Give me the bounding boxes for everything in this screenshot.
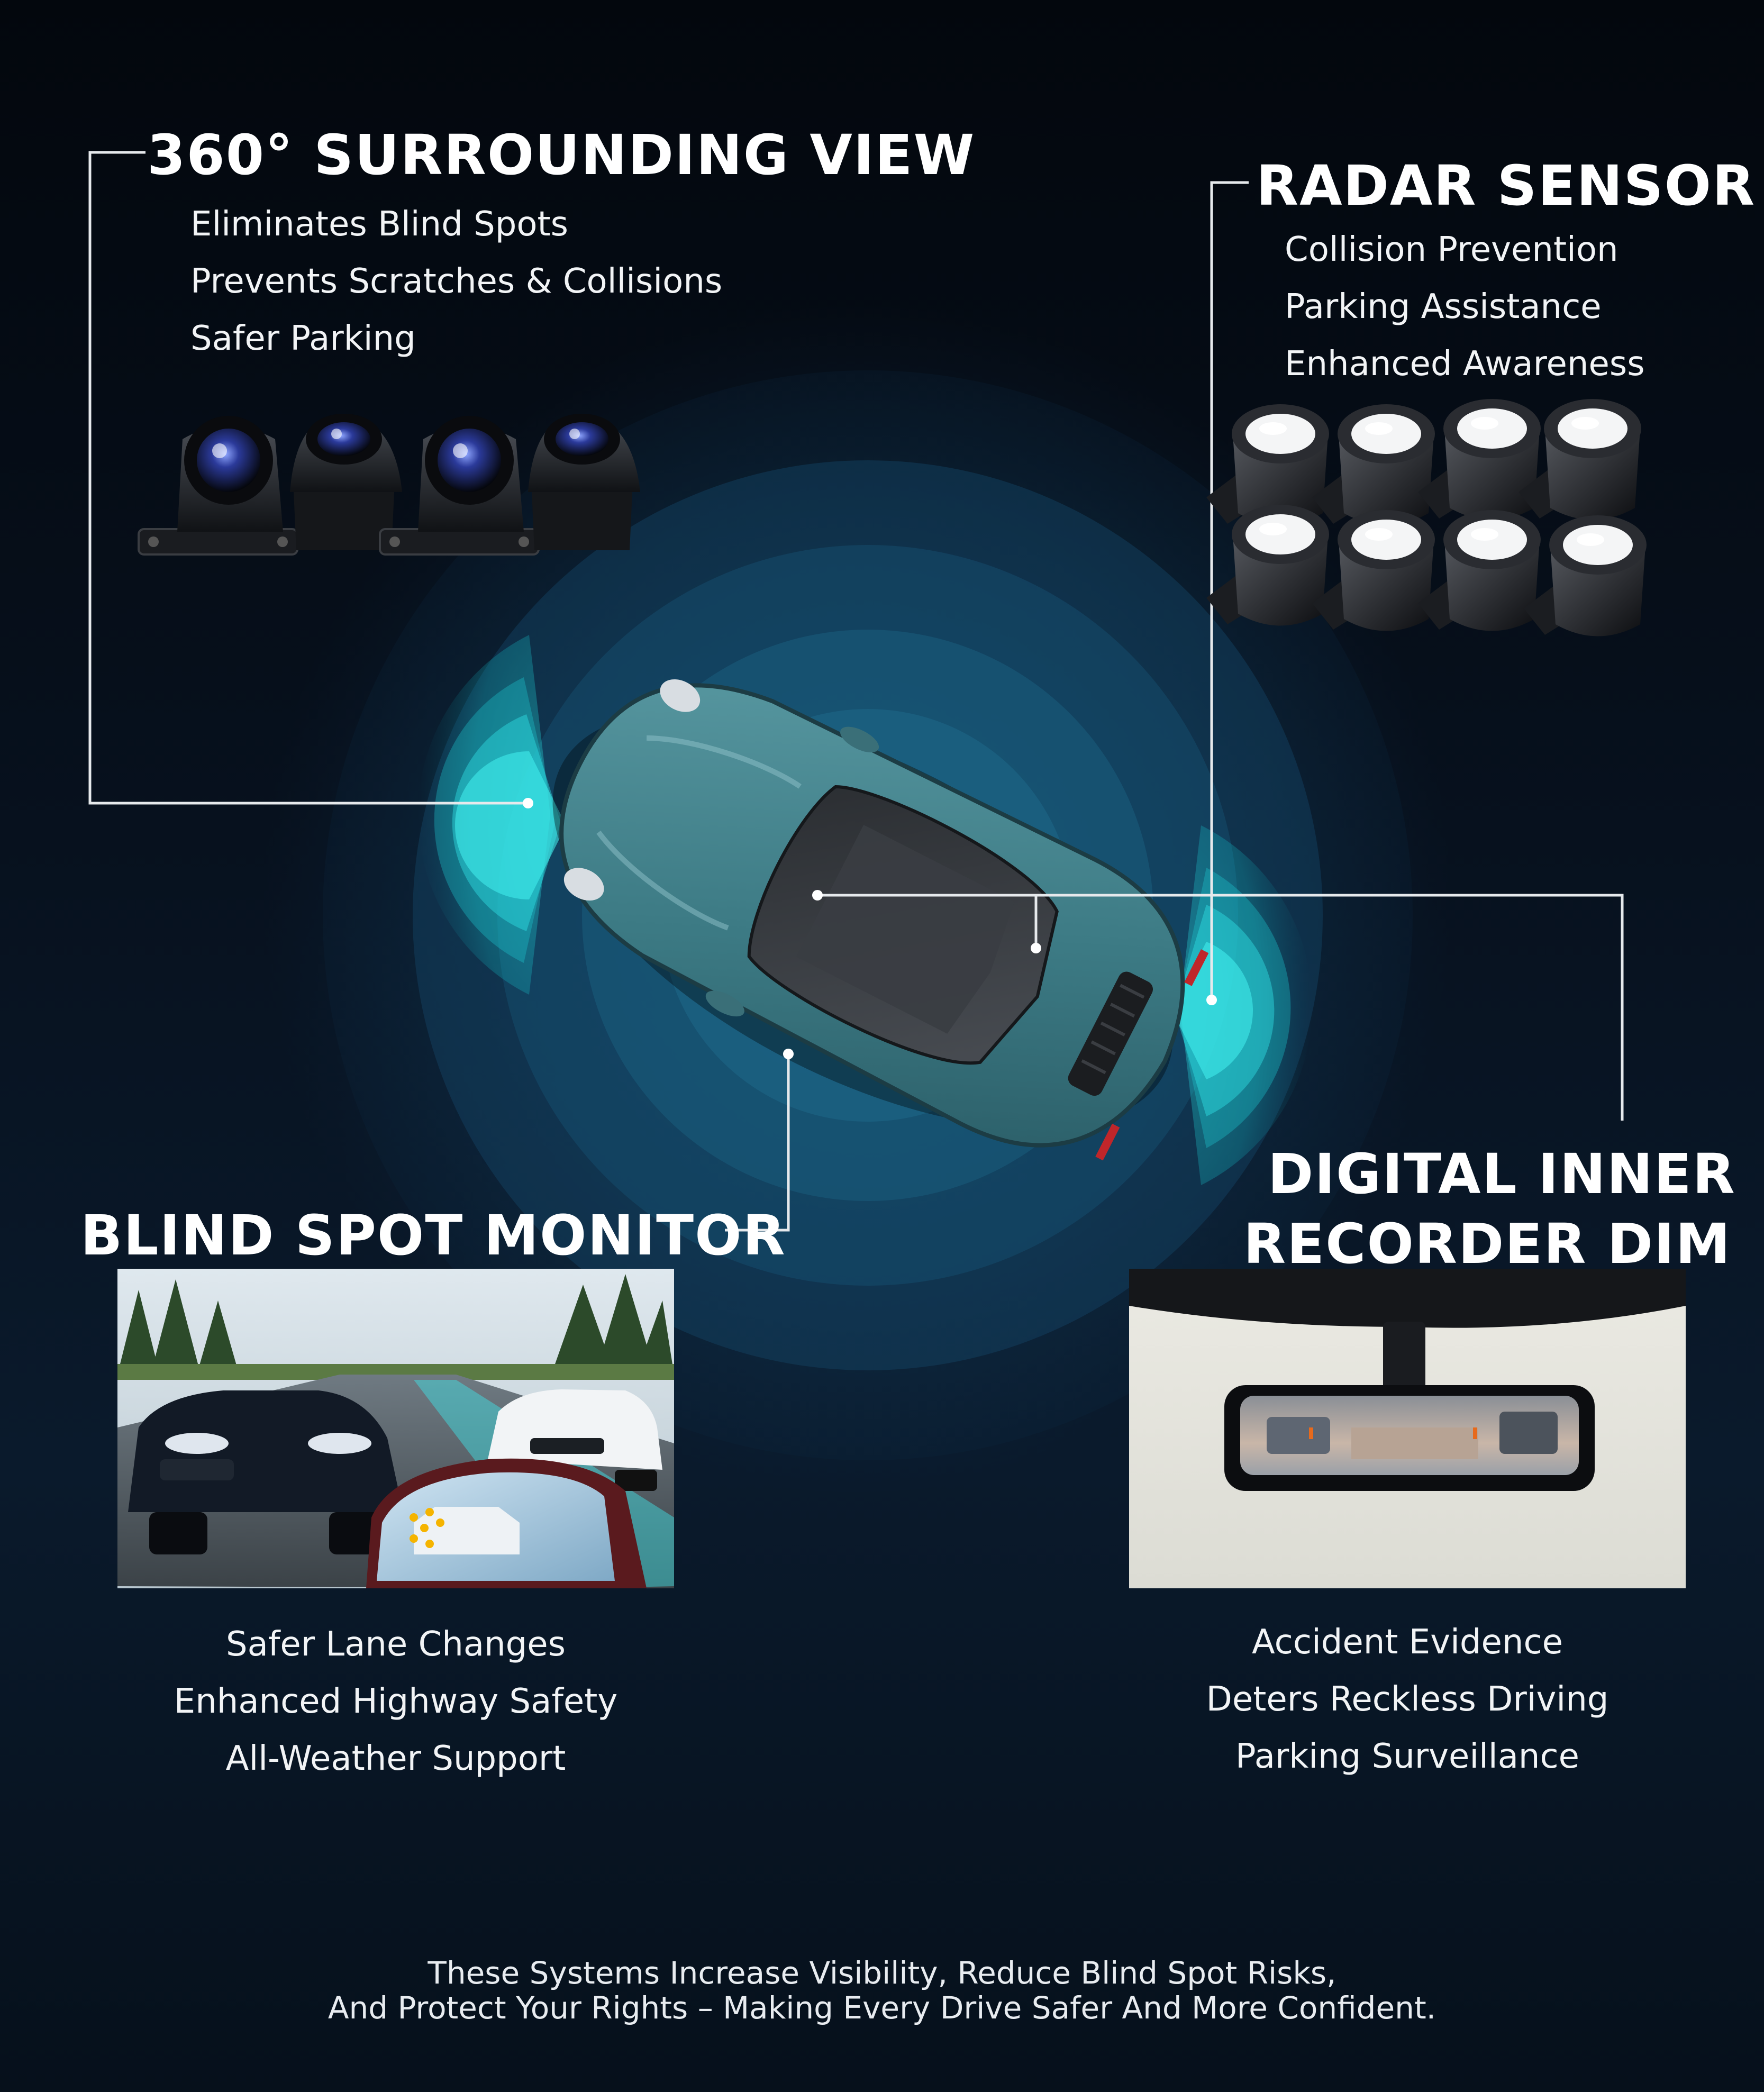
radar-sensor-icon — [1206, 505, 1329, 626]
blindspot-feature: Enhanced Highway Safety — [174, 1682, 618, 1721]
radar-sensor-icon — [1312, 510, 1435, 631]
recorder-title-line2: RECORDER DIM — [1243, 1212, 1732, 1276]
surround-feature: Safer Parking — [190, 319, 416, 358]
surround-title: 360° SURROUNDING VIEW — [147, 123, 976, 187]
mirror-icon — [366, 1458, 647, 1588]
blindspot-feature: Safer Lane Changes — [226, 1625, 566, 1664]
radar-sensor-icon — [1418, 510, 1541, 631]
highway-scene — [117, 1269, 674, 1588]
car-icon — [552, 679, 1209, 1161]
mirror-icon — [1224, 1385, 1595, 1491]
radar-feature: Collision Prevention — [1285, 230, 1618, 269]
surround-feature: Prevents Scratches & Collisions — [190, 262, 723, 301]
radar-sensor-icon — [1524, 515, 1647, 636]
callout-lines — [88, 151, 1624, 1232]
blindspot-title: BLIND SPOT MONITOR — [80, 1203, 786, 1268]
surround-feature: Eliminates Blind Spots — [190, 205, 568, 244]
blindspot-photo — [117, 1269, 674, 1588]
radar-feature: Enhanced Awareness — [1285, 344, 1645, 384]
camera-icon — [290, 414, 402, 550]
recorder-title-line1: DIGITAL INNER — [1268, 1142, 1736, 1206]
radar-sensor-icon — [1312, 404, 1435, 525]
camera-icon — [528, 414, 640, 550]
camera-icon — [379, 416, 540, 556]
rear-radar-glow — [1172, 825, 1313, 1185]
camera-icon — [138, 416, 298, 556]
cameras — [138, 414, 640, 556]
recorder-feature: Deters Reckless Driving — [1206, 1680, 1609, 1719]
footer-line: And Protect Your Rights – Making Every D… — [328, 1990, 1436, 2026]
radar-feature: Parking Assistance — [1285, 287, 1602, 326]
callout-dots — [523, 798, 1217, 1059]
front-radar-glow — [417, 635, 566, 995]
radar-sensor-icon — [1206, 404, 1329, 525]
radar-sensor-icon — [1418, 399, 1541, 520]
footer-line: These Systems Increase Visibility, Reduc… — [428, 1955, 1336, 1991]
recorder-feature: Parking Surveillance — [1235, 1737, 1580, 1776]
footer-text: These Systems Increase Visibility, Reduc… — [0, 1955, 1764, 2025]
recorder-photo — [1129, 1269, 1686, 1588]
radar-sensors — [1206, 399, 1647, 636]
recorder-feature: Accident Evidence — [1251, 1623, 1563, 1662]
radar-title: RADAR SENSOR — [1256, 153, 1756, 218]
blindspot-feature: All-Weather Support — [225, 1739, 566, 1778]
rearview-mirror-scene — [1129, 1269, 1686, 1588]
radar-sensor-icon — [1519, 399, 1641, 520]
